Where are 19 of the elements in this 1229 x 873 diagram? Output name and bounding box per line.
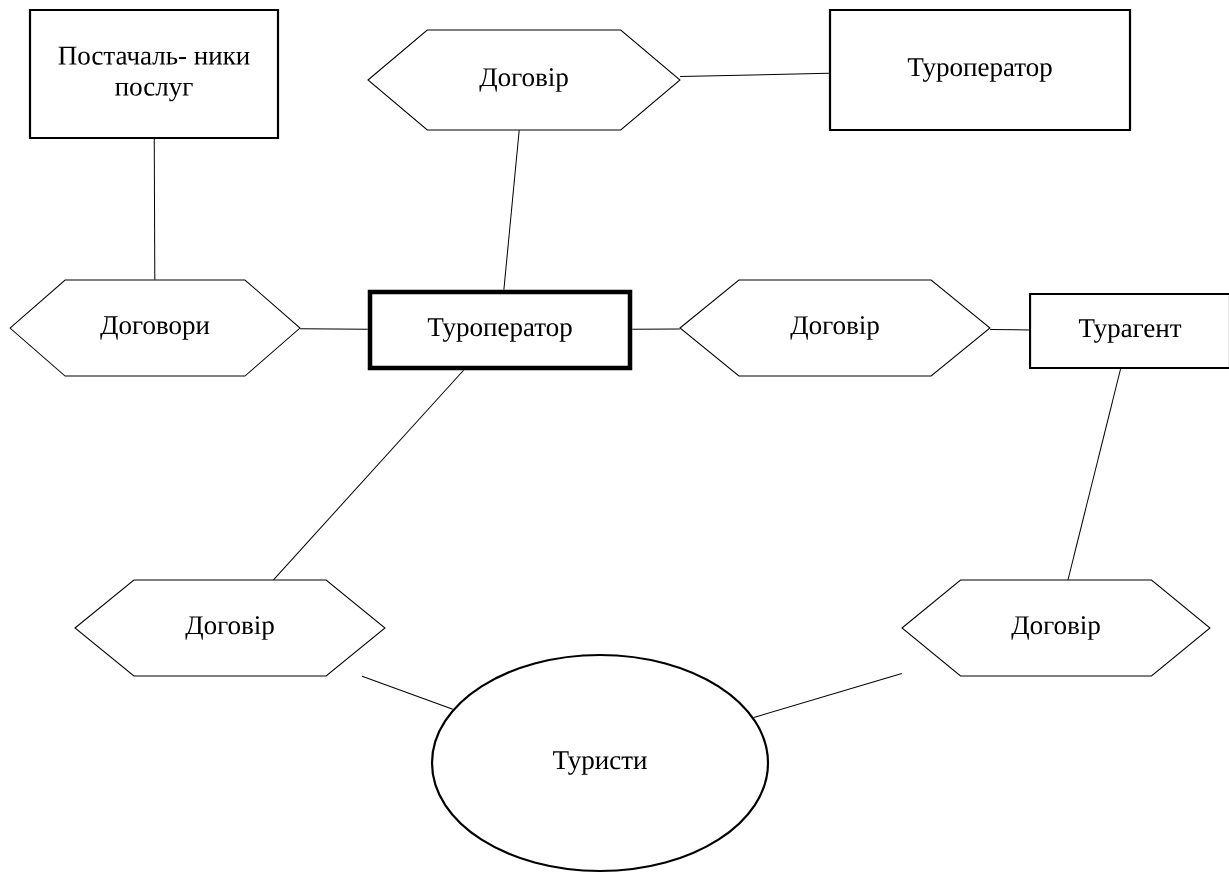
connector-line	[503, 129, 520, 291]
connector-line	[273, 369, 465, 581]
connector-line	[989, 329, 1030, 331]
connector-line	[631, 328, 681, 330]
connector-line	[753, 673, 903, 718]
relationship-hexagon: Договір	[679, 279, 991, 377]
relationship-hexagon: Договори	[9, 279, 301, 377]
relationship-hexagon: Договір	[74, 579, 386, 677]
entity-box: Туроператор	[367, 289, 633, 371]
relationship-hexagon: Договір	[901, 579, 1211, 677]
connector-line	[299, 328, 369, 330]
entity-box: Постачаль- ники послуг	[28, 8, 280, 140]
connector-line	[1067, 368, 1122, 581]
entity-box: Туроператор	[828, 8, 1132, 132]
entity-box: Турагент	[1028, 292, 1229, 370]
relationship-hexagon: Договір	[367, 29, 681, 131]
connector-line	[153, 138, 156, 281]
connector-line	[361, 675, 454, 710]
connector-line	[679, 72, 830, 78]
